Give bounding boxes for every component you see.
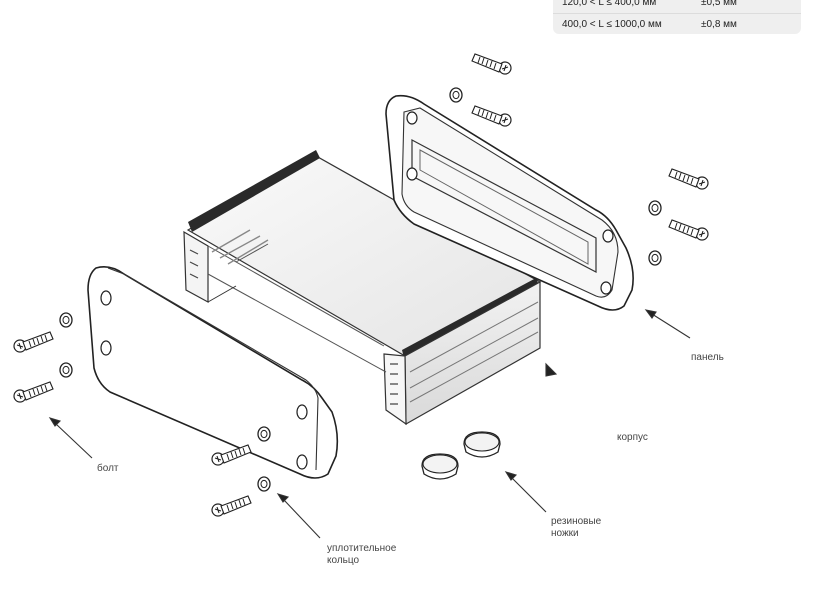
label-body: корпус	[617, 432, 648, 443]
label-rubber-feet: резиновые ножки	[551, 516, 601, 540]
enclosure-body	[183, 150, 542, 426]
end-panel-left	[87, 266, 339, 479]
tolerance-value: ±0,8 мм	[701, 19, 737, 30]
tolerance-row: 400,0 < L ≤ 1000,0 мм ±0,8 мм	[553, 13, 801, 34]
label-sealing-ring: уплотительное кольцо	[327, 543, 396, 567]
length-range: 400,0 < L ≤ 1000,0 мм	[562, 19, 662, 30]
length-range: 120,0 < L ≤ 400,0 мм	[562, 0, 657, 8]
tolerance-value: ±0,5 мм	[701, 0, 737, 8]
label-panel: панель	[691, 352, 724, 363]
rubber-feet	[421, 431, 501, 480]
label-bolt: болт	[97, 463, 119, 474]
label-sealing-ring-line1: уплотительное	[327, 543, 397, 554]
label-sealing-ring-line2: кольцо	[327, 555, 360, 566]
label-rubber-feet-line2: ножки	[551, 528, 579, 539]
tolerance-row: 120,0 < L ≤ 400,0 мм ±0,5 мм	[553, 0, 801, 13]
callout-pointers	[48, 309, 691, 539]
tolerance-table: 120,0 < L ≤ 400,0 мм ±0,5 мм 400,0 < L ≤…	[553, 0, 801, 34]
end-panel-right	[385, 94, 634, 311]
label-rubber-feet-line1: резиновые	[551, 516, 602, 527]
